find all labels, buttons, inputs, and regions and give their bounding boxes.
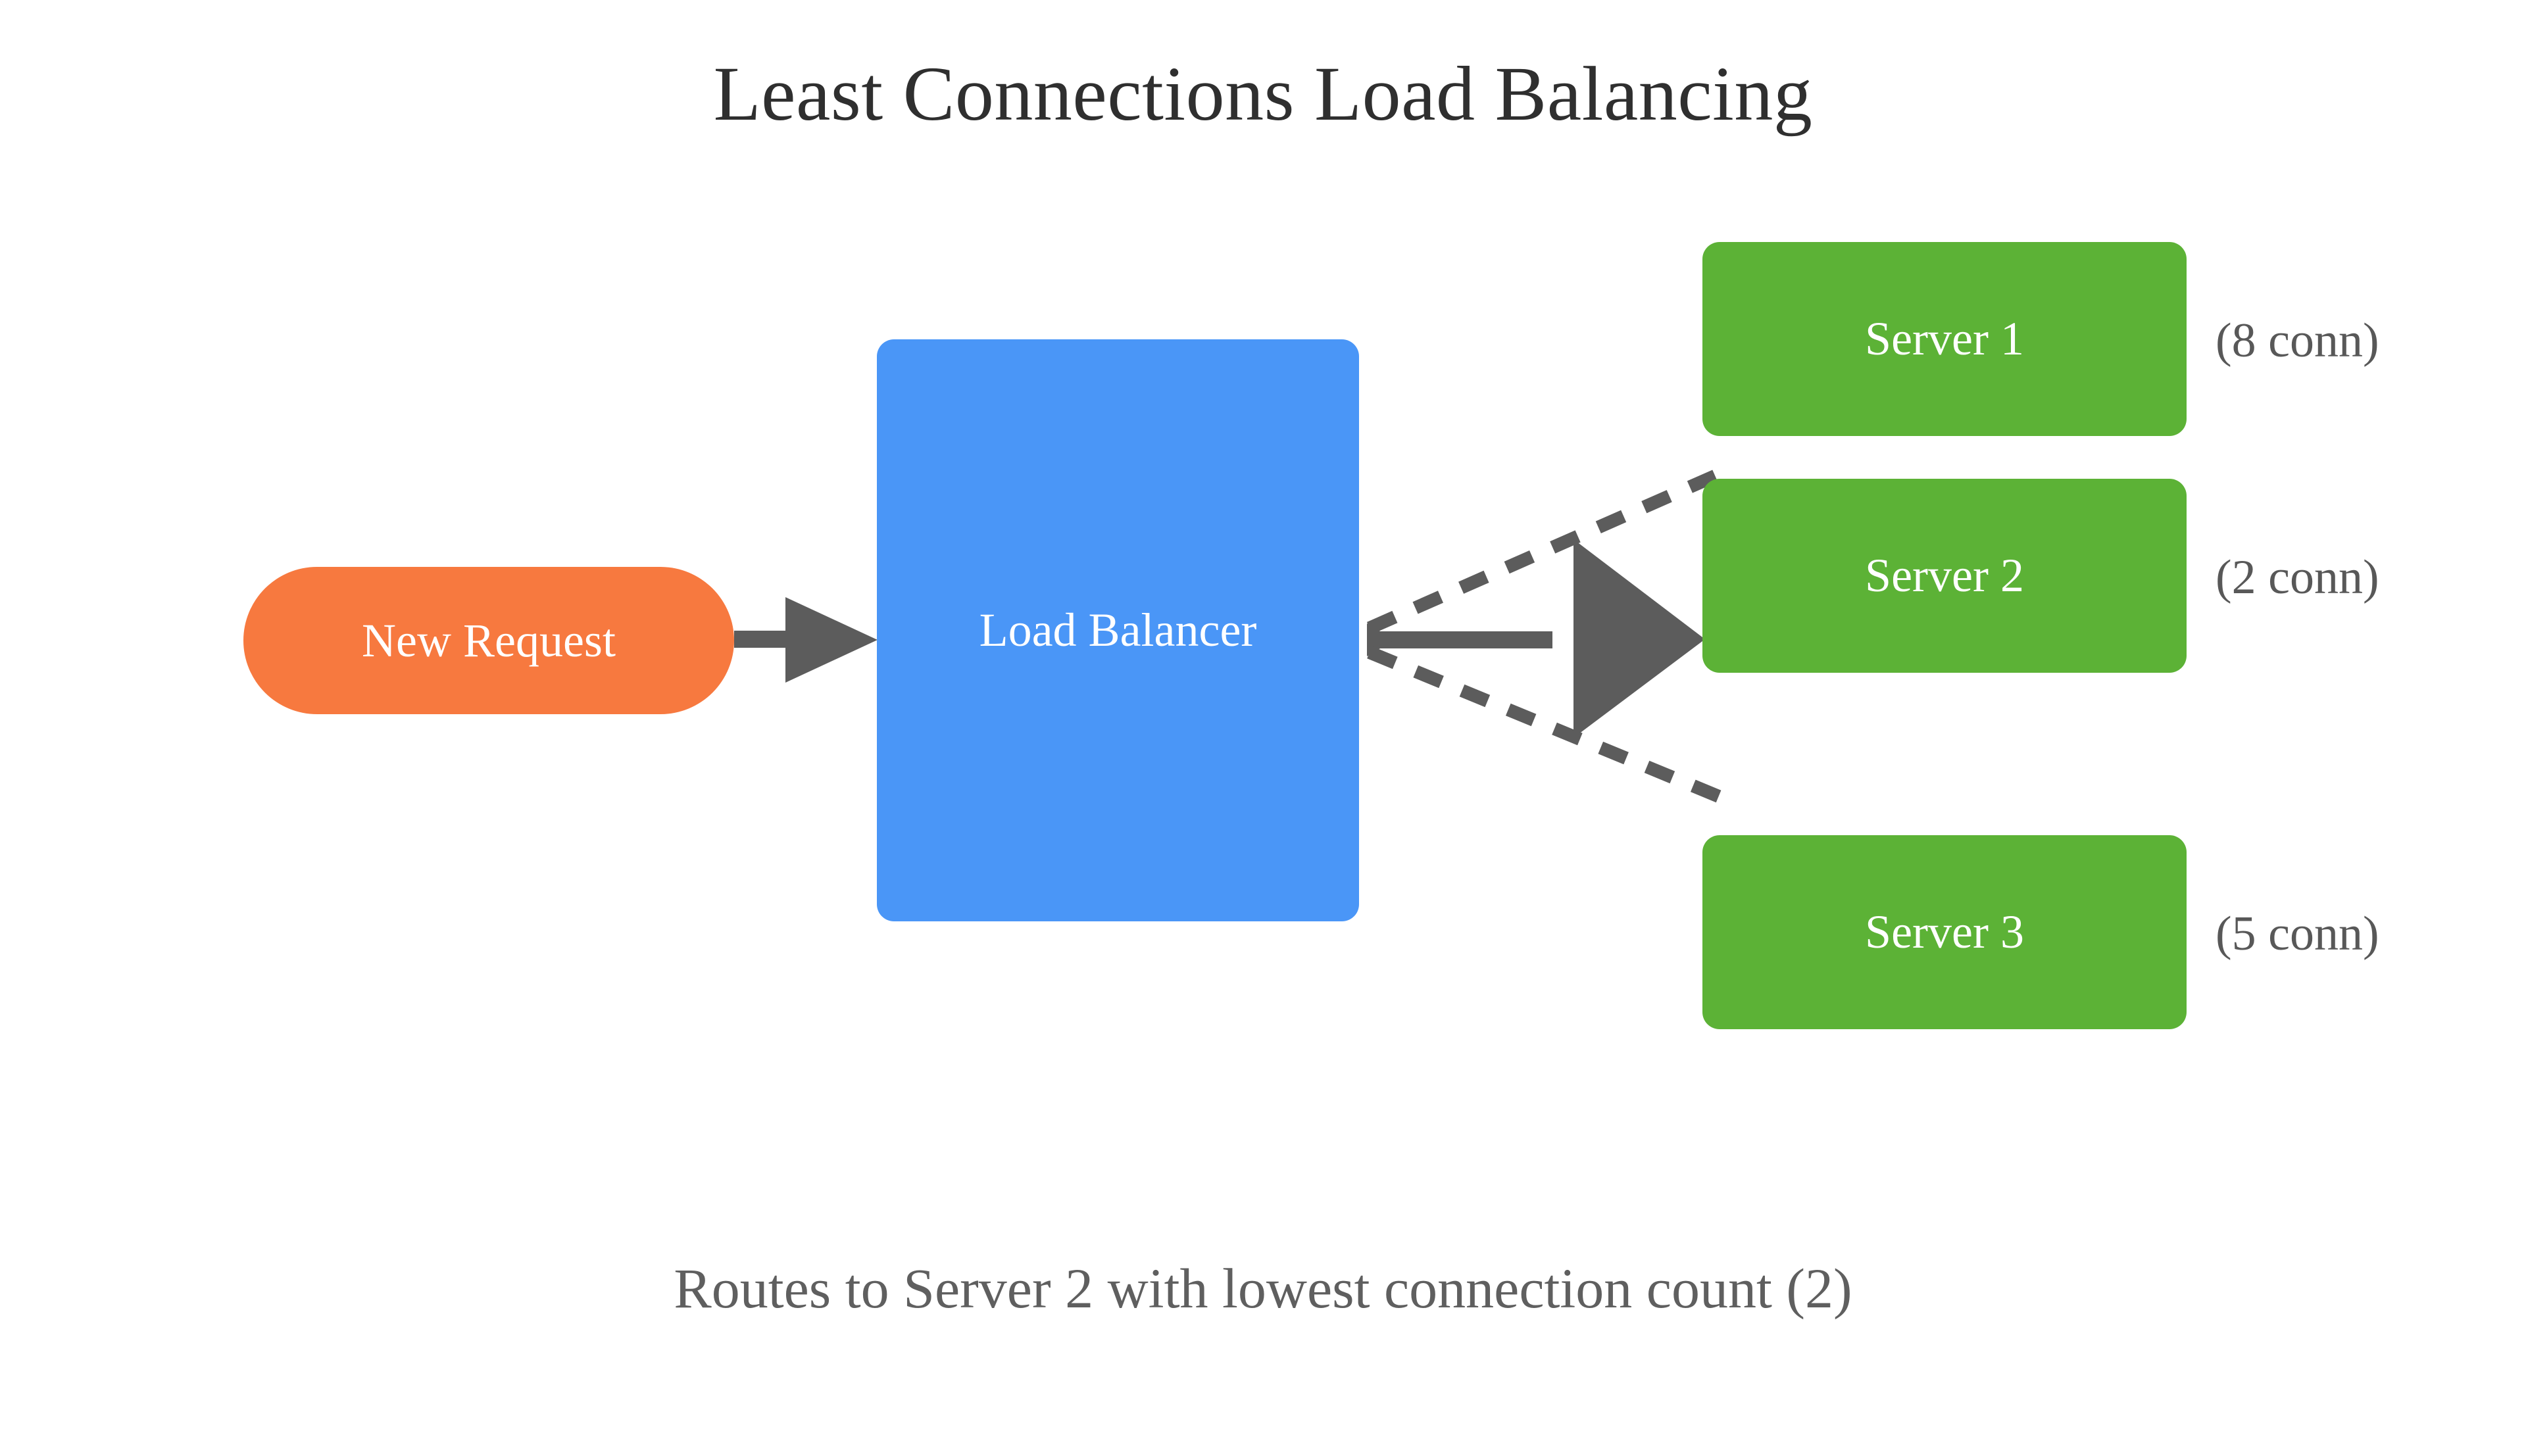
node-load-balancer-label: Load Balancer (979, 604, 1257, 656)
node-new-request[interactable]: New Request (243, 567, 734, 714)
node-server-3-label: Server 3 (1865, 906, 2024, 958)
server-1-connection-count: (8 conn) (2216, 313, 2379, 368)
node-server-3[interactable]: Server 3 (1702, 835, 2187, 1029)
edge-balancer-to-server-1 (1366, 466, 1727, 635)
node-server-1[interactable]: Server 1 (1702, 242, 2187, 436)
node-server-2[interactable]: Server 2 (1702, 479, 2187, 673)
node-load-balancer[interactable]: Load Balancer (877, 339, 1359, 921)
node-server-1-label: Server 1 (1865, 312, 2024, 365)
server-3-connection-count: (5 conn) (2216, 906, 2379, 961)
diagram-caption: Routes to Server 2 with lowest connectio… (674, 1257, 1852, 1320)
edge-balancer-to-server-3 (1367, 646, 1726, 805)
node-server-2-label: Server 2 (1865, 549, 2024, 602)
edge-request-to-balancer (734, 597, 878, 683)
page-title: Least Connections Load Balancing (713, 51, 1813, 137)
node-new-request-label: New Request (362, 614, 616, 667)
server-2-connection-count: (2 conn) (2216, 550, 2379, 604)
edge-balancer-to-server-2 (1367, 539, 1705, 738)
